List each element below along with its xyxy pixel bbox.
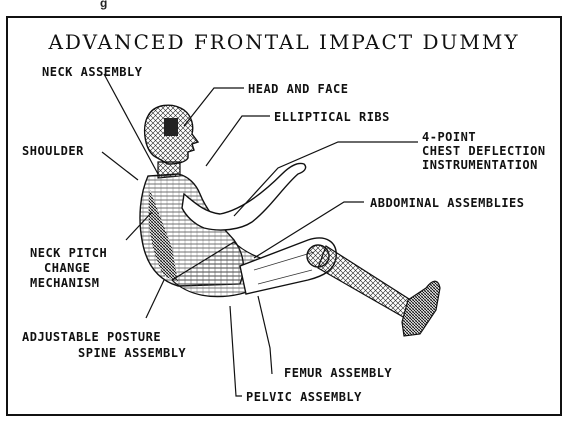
label-chest-line1: 4-POINT: [422, 130, 476, 144]
label-neck-pitch-line3: MECHANISM: [30, 276, 100, 290]
label-neck-pitch-line2: CHANGE: [44, 261, 90, 275]
label-shoulder: SHOULDER: [22, 144, 84, 158]
label-femur-assembly: FEMUR ASSEMBLY: [284, 366, 392, 380]
diagram-frame: ADVANCED FRONTAL IMPACT DUMMY: [6, 16, 562, 416]
label-head-and-face: HEAD AND FACE: [248, 82, 348, 96]
label-neck-assembly: NECK ASSEMBLY: [42, 65, 142, 79]
header-fragment: g: [100, 0, 108, 10]
label-chest-line2: CHEST DEFLECTION: [422, 144, 546, 158]
label-posture-line1: ADJUSTABLE POSTURE: [22, 330, 161, 344]
foot-shape: [402, 281, 440, 336]
label-chest-line3: INSTRUMENTATION: [422, 158, 538, 172]
label-pelvic-assembly: PELVIC ASSEMBLY: [246, 390, 362, 404]
label-elliptical-ribs: ELLIPTICAL RIBS: [274, 110, 390, 124]
top-band: g: [0, 0, 570, 16]
label-posture-line2: SPINE ASSEMBLY: [78, 346, 186, 360]
label-neck-pitch-line1: NECK PITCH: [30, 246, 107, 260]
head-shape: [145, 105, 198, 164]
label-abdominal-assemblies: ABDOMINAL ASSEMBLIES: [370, 196, 525, 210]
